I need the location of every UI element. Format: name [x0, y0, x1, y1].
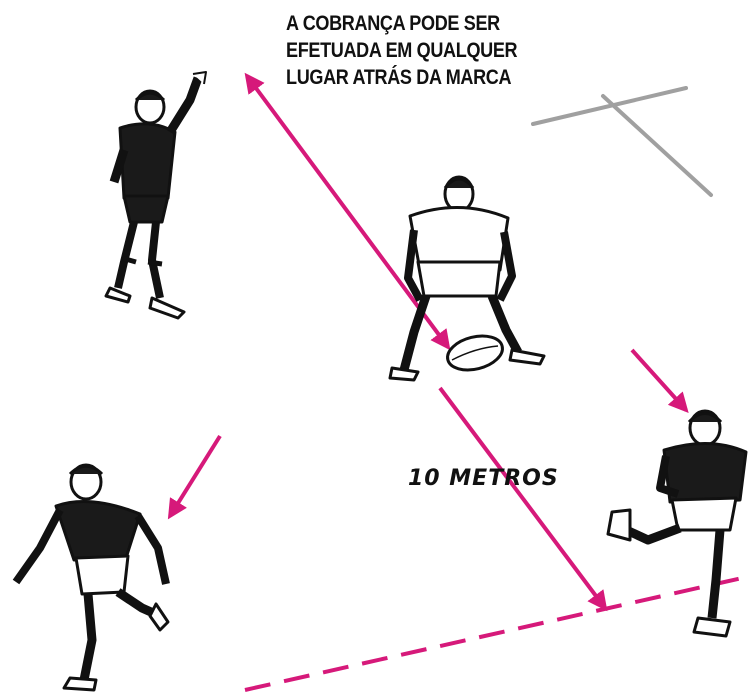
right-player-figure	[606, 409, 748, 638]
left-player-arrow	[167, 434, 222, 520]
behind-mark-arrow	[244, 72, 451, 351]
caption-line: LUGAR ATRÁS DA MARCA	[286, 66, 512, 89]
referee-figure	[104, 71, 207, 320]
rugby-ball	[446, 334, 504, 372]
caption-line: A COBRANÇA PODE SER	[286, 12, 500, 35]
distance-label: 10 METROS	[408, 466, 559, 491]
left-player-figure	[12, 463, 170, 692]
goal-post	[531, 86, 713, 197]
kicker-figure	[388, 175, 546, 382]
right-player-arrow	[630, 348, 689, 413]
instruction-caption: A COBRANÇA PODE SER EFETUADA EM QUALQUER…	[286, 10, 570, 91]
caption-line: EFETUADA EM QUALQUER	[286, 39, 518, 62]
ten-metre-line	[244, 574, 751, 692]
ten-metres-arrow	[438, 386, 608, 612]
